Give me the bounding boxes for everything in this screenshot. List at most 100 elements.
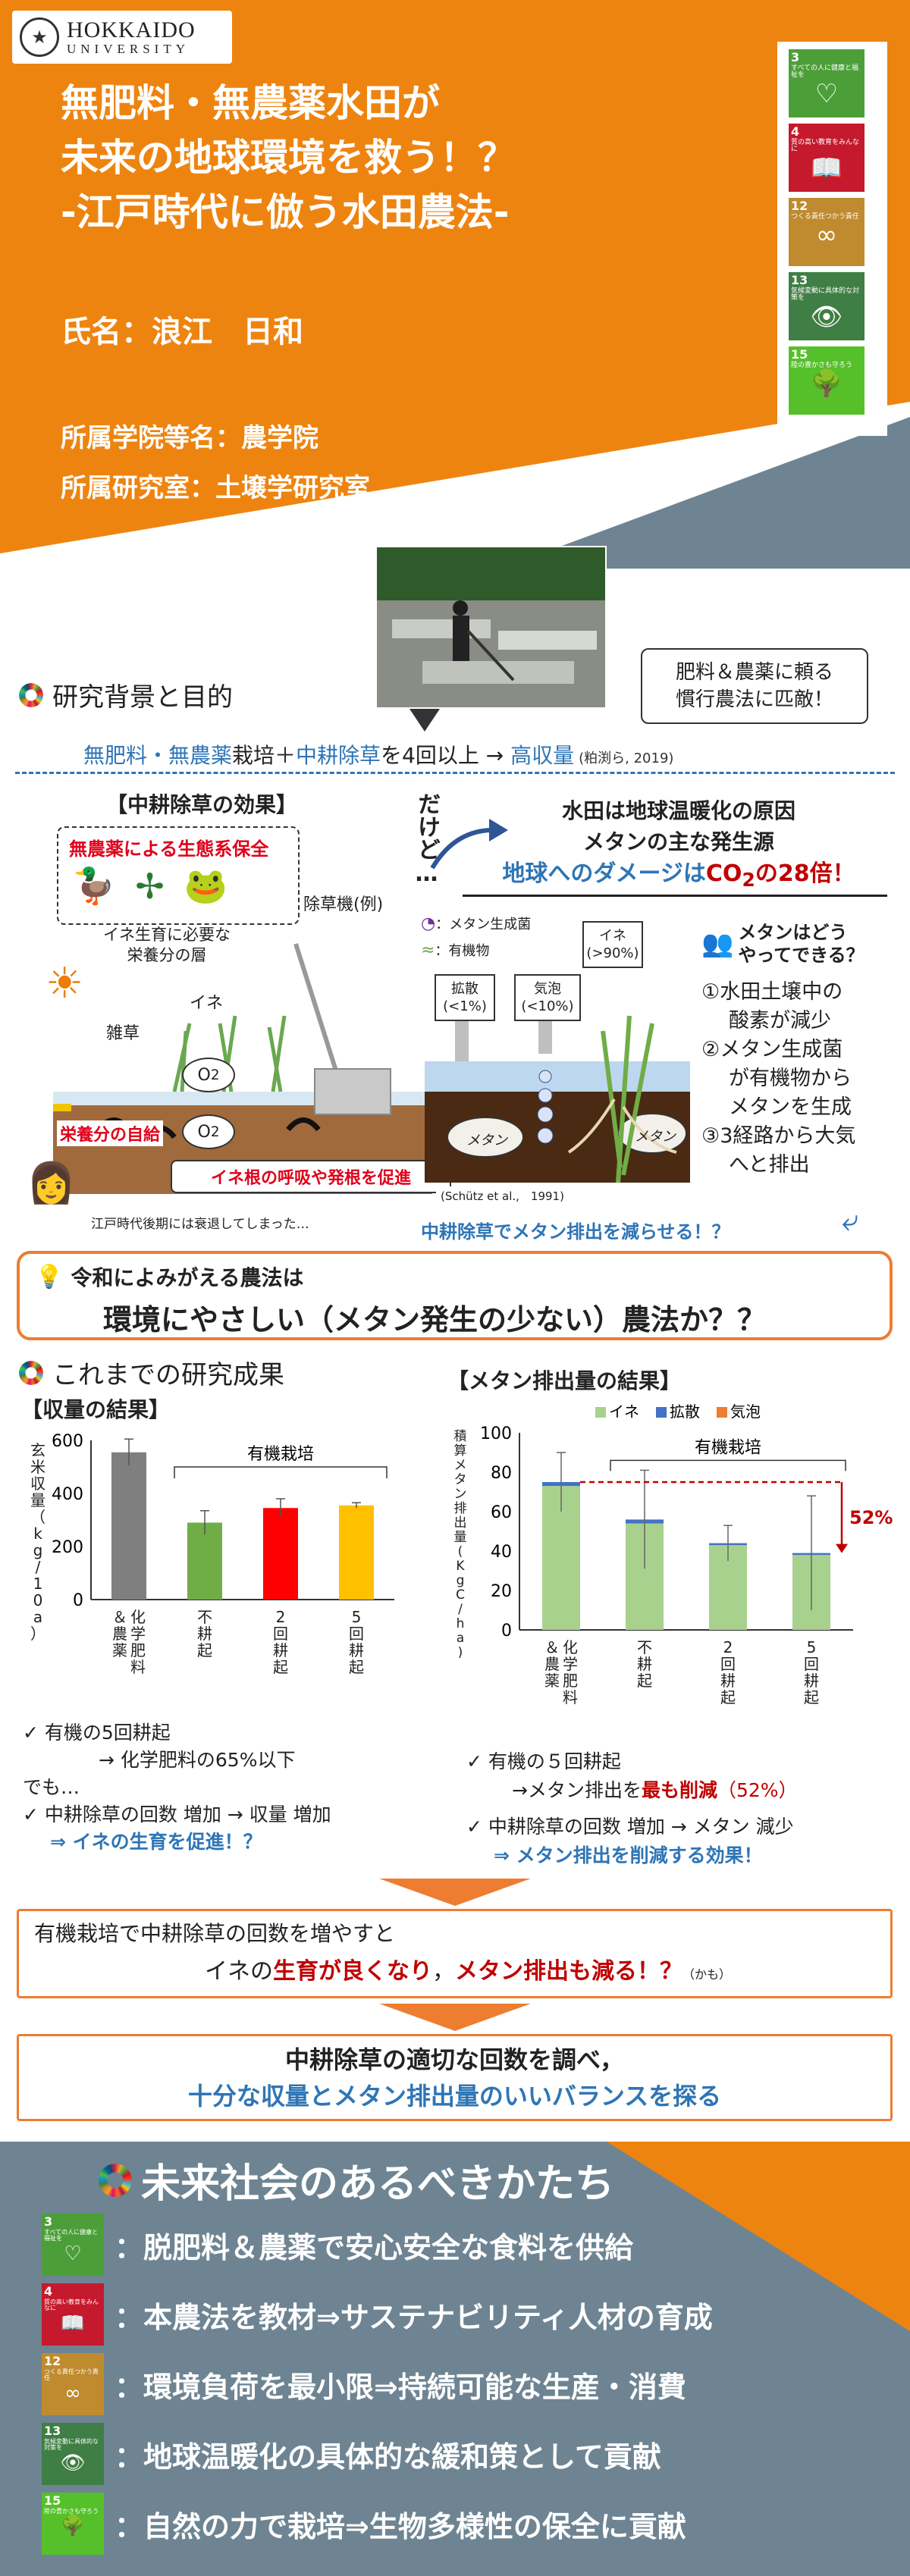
sdg-text: 陸の豊かさも守ろう bbox=[791, 361, 853, 369]
future-item-text: ：自然の力で栽培⇒生物多様性の保全に貢献 bbox=[115, 2509, 686, 2543]
y-tick-label: 0 bbox=[73, 1591, 83, 1610]
down-arrow-2 bbox=[379, 2004, 531, 2031]
y-axis-label: g bbox=[33, 1541, 43, 1559]
damage-prefix: 地球へのダメージは bbox=[502, 860, 706, 888]
x-tick-label: 起 bbox=[197, 1641, 212, 1659]
sdg-glyph: ♡ bbox=[814, 78, 839, 109]
sdg-text: 陸の豊かさも守ろう bbox=[44, 2507, 99, 2515]
methane-steps: ①水田土壌中の 酸素が減少 ②メタン生成菌 が有機物から メタンを生成 ③3経路… bbox=[701, 978, 855, 1180]
x-tick-label: 学 bbox=[130, 1625, 146, 1643]
sdg-wheel-icon bbox=[19, 682, 43, 707]
y-axis-label: / bbox=[458, 1602, 463, 1617]
callout-match-conventional: 肥料＆農薬に頼る 慣行農法に匹敵！ bbox=[641, 648, 868, 724]
step-2-c: メタンを生成 bbox=[729, 1095, 852, 1119]
legend-label: 気泡 bbox=[730, 1402, 761, 1421]
x-tick-label: 薬 bbox=[544, 1672, 560, 1690]
future-item-text: ：本農法を教材⇒サステナビリティ人材の育成 bbox=[115, 2300, 713, 2334]
diffusion-box: 拡散(<1%) bbox=[435, 974, 495, 1021]
methane-note-3: ✓ 中耕除草の回数 増加 → メタン 減少 bbox=[466, 1816, 794, 1838]
methanogen-icon: ◔ bbox=[421, 914, 436, 933]
summary-underline bbox=[15, 772, 895, 774]
sdg-wheel-icon-2 bbox=[19, 1360, 43, 1385]
summary-no-fertilizer: 無肥料・無農薬 bbox=[83, 743, 233, 768]
methane-note-1: ✓ 有機の５回耕起 bbox=[466, 1750, 621, 1772]
nutrient-layer-line-1: イネ生育に必要な bbox=[103, 926, 231, 944]
sdg-number: 13 bbox=[791, 273, 808, 287]
root-respiration-label: イネ根の呼吸や発根を促進 bbox=[171, 1160, 451, 1193]
down-arrow-1 bbox=[379, 1879, 531, 1906]
sdg-text: 気候変動に具体的な対策を bbox=[791, 287, 860, 302]
group-bracket bbox=[610, 1459, 846, 1471]
poster-title: 無肥料・無農薬水田が 未来の地球環境を救う！？ -江戸時代に倣う水田農法- bbox=[61, 76, 516, 240]
step-1-b: 酸素が減少 bbox=[729, 1009, 831, 1033]
methane-cause-line-2: メタンの主な発生源 bbox=[582, 829, 774, 854]
summary-high-yield: 高収量 bbox=[510, 743, 575, 768]
yield-note-1: ✓ 有機の5回耕起 bbox=[23, 1722, 171, 1744]
sdg-text: 気候変動に具体的な対策を bbox=[44, 2437, 99, 2452]
x-tick-label: 起 bbox=[804, 1688, 819, 1706]
conclusion-2d: メタン排出も減る！？ bbox=[455, 1958, 682, 1985]
x-tick-label: ＆ bbox=[112, 1608, 127, 1626]
y-axis-label: 積 bbox=[454, 1429, 467, 1444]
x-tick-label: 耕 bbox=[804, 1672, 819, 1690]
methane-chart-title: 【メタン排出量の結果】 bbox=[447, 1368, 682, 1393]
reduction-label: 52% bbox=[849, 1507, 893, 1528]
sdg-number: 4 bbox=[791, 124, 800, 139]
summary-times: を4回以上 → bbox=[381, 743, 511, 768]
sdg-text: 質の高い教育をみんなに bbox=[44, 2298, 99, 2312]
rice-label: イネ bbox=[190, 994, 224, 1013]
revive-box: 💡 令和によみがえる農法は 環境にやさしい（メタン発生の少ない）農法か？？ bbox=[17, 1251, 893, 1340]
group-label: 有機栽培 bbox=[247, 1445, 314, 1464]
sdg-number: 3 bbox=[791, 50, 800, 64]
x-tick-label: 肥 bbox=[563, 1672, 578, 1690]
sdg-glyph: 👁 bbox=[810, 301, 843, 332]
step-3-a: ③3経路から大気 bbox=[701, 1124, 856, 1148]
y-axis-label: 玄 bbox=[30, 1441, 46, 1459]
author-name: 氏名：浪江 日和 bbox=[61, 315, 303, 349]
diffusion-label: 拡散 bbox=[451, 980, 479, 997]
sdg-text: つくる責任つかう責任 bbox=[44, 2368, 99, 2382]
conclusion-2b: 生育が良くなり bbox=[273, 1958, 432, 1985]
rice-pathway-box: イネ(>90%) bbox=[582, 921, 643, 968]
reduce-arrow-icon: ⤶ bbox=[842, 1203, 859, 1238]
x-tick-label: 薬 bbox=[112, 1641, 127, 1659]
lightbulb-icon: 💡 bbox=[35, 1263, 64, 1290]
methane-underline bbox=[463, 895, 887, 897]
section-title-future: 未来社会のあるべきかたち bbox=[141, 2161, 615, 2207]
methane-note-4: ⇒ メタン排出を削減する効果！ bbox=[494, 1844, 763, 1866]
x-tick-label: 化 bbox=[130, 1608, 146, 1626]
y-tick-label: 60 bbox=[491, 1503, 512, 1522]
duck-icon: 🦆 bbox=[72, 865, 116, 906]
y-tick-label: 0 bbox=[501, 1622, 512, 1641]
step-2-b: が有機物から bbox=[729, 1067, 852, 1090]
x-tick-label: 肥 bbox=[130, 1641, 146, 1659]
y-axis-label: 量 bbox=[454, 1530, 467, 1545]
group-bracket bbox=[174, 1466, 388, 1478]
y-axis-label: K bbox=[456, 1559, 465, 1574]
x-tick-label: 不 bbox=[197, 1608, 212, 1626]
reduction-arrowhead bbox=[836, 1543, 848, 1553]
x-tick-label: 2 bbox=[723, 1638, 733, 1656]
sdg-text: 質の高い教育をみんなに bbox=[791, 138, 860, 154]
x-tick-label: 回 bbox=[273, 1625, 288, 1643]
y-axis-label: 算 bbox=[454, 1443, 467, 1459]
x-tick-label: 不 bbox=[637, 1638, 652, 1656]
future-item-text: ：地球温暖化の具体的な緩和策として貢献 bbox=[115, 2440, 661, 2474]
sdg-number: 15 bbox=[44, 2493, 61, 2508]
sdg-glyph: ♡ bbox=[64, 2242, 82, 2265]
x-tick-label: 耕 bbox=[637, 1655, 652, 1673]
x-tick-label: 学 bbox=[563, 1655, 578, 1673]
methane-note-2a: →メタン排出を bbox=[512, 1779, 642, 1801]
x-tick-label: 起 bbox=[720, 1688, 736, 1706]
o2-text-2: O bbox=[197, 1122, 211, 1142]
logo-text-sub: UNIVERSITY bbox=[67, 41, 190, 56]
damage-suffix: の28倍！ bbox=[755, 860, 855, 888]
